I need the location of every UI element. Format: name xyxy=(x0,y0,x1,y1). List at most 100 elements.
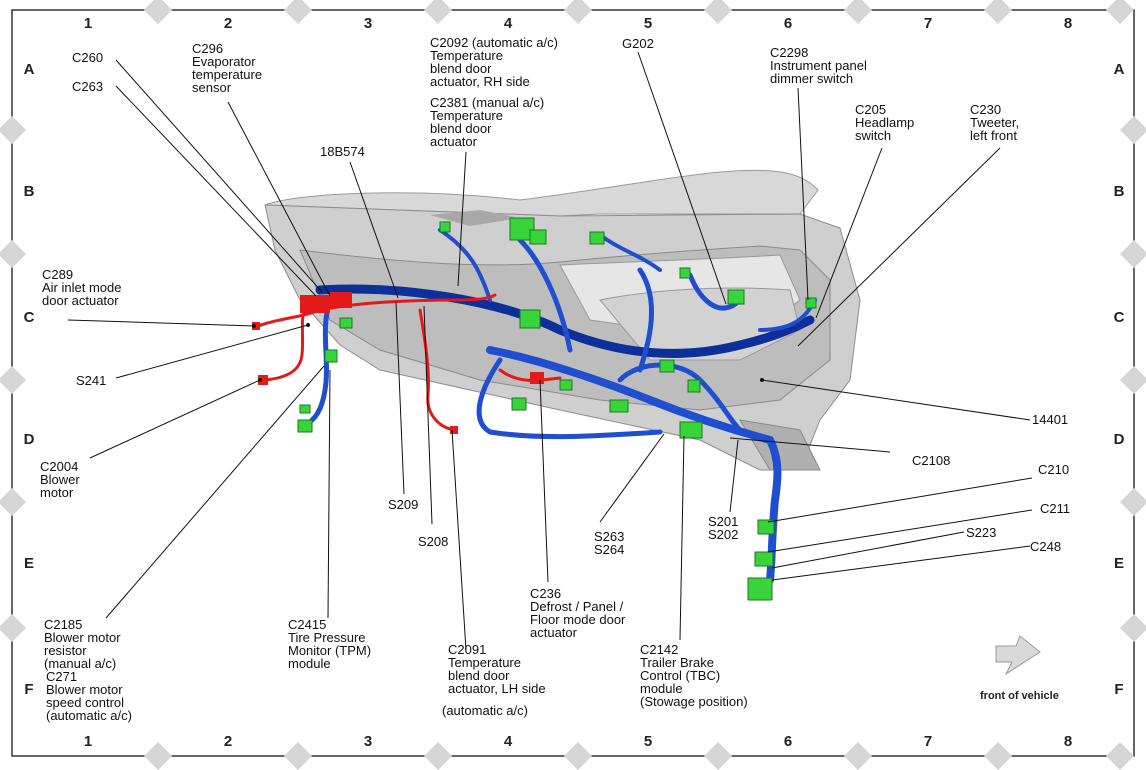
callout-line: (automatic a/c) xyxy=(46,708,132,723)
callout-line: S264 xyxy=(594,542,625,557)
grid-column-label-top: 1 xyxy=(83,15,93,32)
callout-line: door actuator xyxy=(42,293,119,308)
grid-marker-left xyxy=(0,488,26,516)
grid-column-label-top: 2 xyxy=(223,15,233,32)
grid-column-label-bottom: 3 xyxy=(363,733,373,750)
grid-marker-right xyxy=(1120,366,1146,394)
grid-row-label-left: C xyxy=(23,309,35,326)
grid-marker-bottom xyxy=(1106,742,1134,770)
grid-marker-bottom xyxy=(564,742,592,770)
callout-label-c263: C263 xyxy=(72,80,103,93)
callout-line: Blower motor xyxy=(46,682,123,697)
callout-line: S208 xyxy=(418,534,449,549)
callout-line: (automatic a/c) xyxy=(442,703,528,718)
callout-label-c211: C211 xyxy=(1040,502,1070,515)
connectors xyxy=(297,217,817,601)
grid-column-label-bottom: 5 xyxy=(643,733,653,750)
grid-row-label-left: F xyxy=(24,681,34,698)
grid-marker-bottom xyxy=(984,742,1012,770)
grid-marker-left xyxy=(0,366,26,394)
callout-label-s223: S223 xyxy=(966,526,996,539)
callout-line: actuator, LH side xyxy=(448,681,546,696)
grid-marker-left xyxy=(0,116,26,144)
callout-line: Instrument panel xyxy=(770,58,867,73)
grid-row-label-right: B xyxy=(1113,183,1125,200)
callout-line: S241 xyxy=(76,373,107,388)
callout-line: Evaporator xyxy=(192,54,256,69)
callout-label-c2091b: (automatic a/c) xyxy=(442,704,528,717)
grid-marker-top xyxy=(1106,0,1134,24)
callout-line: Temperature xyxy=(448,655,521,670)
red-connectors xyxy=(252,292,544,434)
grid-row-label-right: F xyxy=(1114,681,1124,698)
callout-line: C230 xyxy=(970,102,1002,117)
grid-column-label-bottom: 1 xyxy=(83,733,93,750)
callout-line: C248 xyxy=(1030,539,1062,554)
callout-line: left front xyxy=(970,128,1017,143)
callout-line: actuator xyxy=(530,625,577,640)
grid-marker-left xyxy=(0,614,26,642)
callout-line: Blower motor xyxy=(44,630,121,645)
callout-line: sensor xyxy=(192,80,232,95)
front-of-vehicle-arrow-icon xyxy=(995,635,1041,676)
callout-line: Monitor (TPM) xyxy=(288,643,372,658)
grid-column-label-top: 7 xyxy=(923,15,933,32)
grid-column-label-bottom: 4 xyxy=(503,733,513,750)
callout-line: C2185 xyxy=(44,617,83,632)
grid-marker-top xyxy=(704,0,732,24)
callout-line: Trailer Brake xyxy=(640,655,714,670)
grid-marker-top xyxy=(284,0,312,24)
callout-line: (Stowage position) xyxy=(640,694,748,709)
callout-line: blend door xyxy=(430,61,492,76)
grid-marker-top xyxy=(564,0,592,24)
callout-label-18b574: 18B574 xyxy=(320,145,365,158)
grid-marker-top xyxy=(984,0,1012,24)
grid-row-label-left: B xyxy=(23,183,35,200)
callout-line: Headlamp xyxy=(855,115,915,130)
callout-line: Floor mode door xyxy=(530,612,626,627)
grid-row-label-left: E xyxy=(23,555,34,572)
grid-marker-top xyxy=(424,0,452,24)
callout-line: Tire Pressure xyxy=(288,630,366,645)
grid-column-label-bottom: 8 xyxy=(1063,733,1073,750)
grid-column-label-top: 3 xyxy=(363,15,373,32)
grid-row-label-left: A xyxy=(23,61,35,78)
grid-column-label-top: 8 xyxy=(1063,15,1073,32)
callout-line: resistor xyxy=(44,643,87,658)
callout-label-c2108: C2108 xyxy=(912,454,950,467)
callout-line: module xyxy=(288,656,331,671)
grid-marker-bottom xyxy=(284,742,312,770)
callout-label-s208: S208 xyxy=(418,535,448,548)
grid-marker-top xyxy=(844,0,872,24)
grid-marker-right xyxy=(1120,614,1146,642)
callout-label-s209: S209 xyxy=(388,498,418,511)
callout-line: Temperature xyxy=(430,48,503,63)
callout-line: Control (TBC) xyxy=(640,668,721,683)
callout-label-c260: C260 xyxy=(72,51,103,64)
callout-line: C210 xyxy=(1038,462,1070,477)
callout-line: Air inlet mode xyxy=(42,280,122,295)
callout-line: S202 xyxy=(708,527,739,542)
callout-line: Defrost / Panel / xyxy=(530,599,624,614)
callout-line: C296 xyxy=(192,41,224,56)
grid-marker-right xyxy=(1120,240,1146,268)
callout-line: C2415 xyxy=(288,617,327,632)
callout-line: C236 xyxy=(530,586,562,601)
callout-line: C2142 xyxy=(640,642,679,657)
grid-row-label-right: A xyxy=(1113,61,1125,78)
grid-row-label-left: D xyxy=(23,431,35,448)
callout-line: blend door xyxy=(430,121,492,136)
grid-marker-bottom xyxy=(844,742,872,770)
grid-row-label-right: C xyxy=(1113,309,1125,326)
